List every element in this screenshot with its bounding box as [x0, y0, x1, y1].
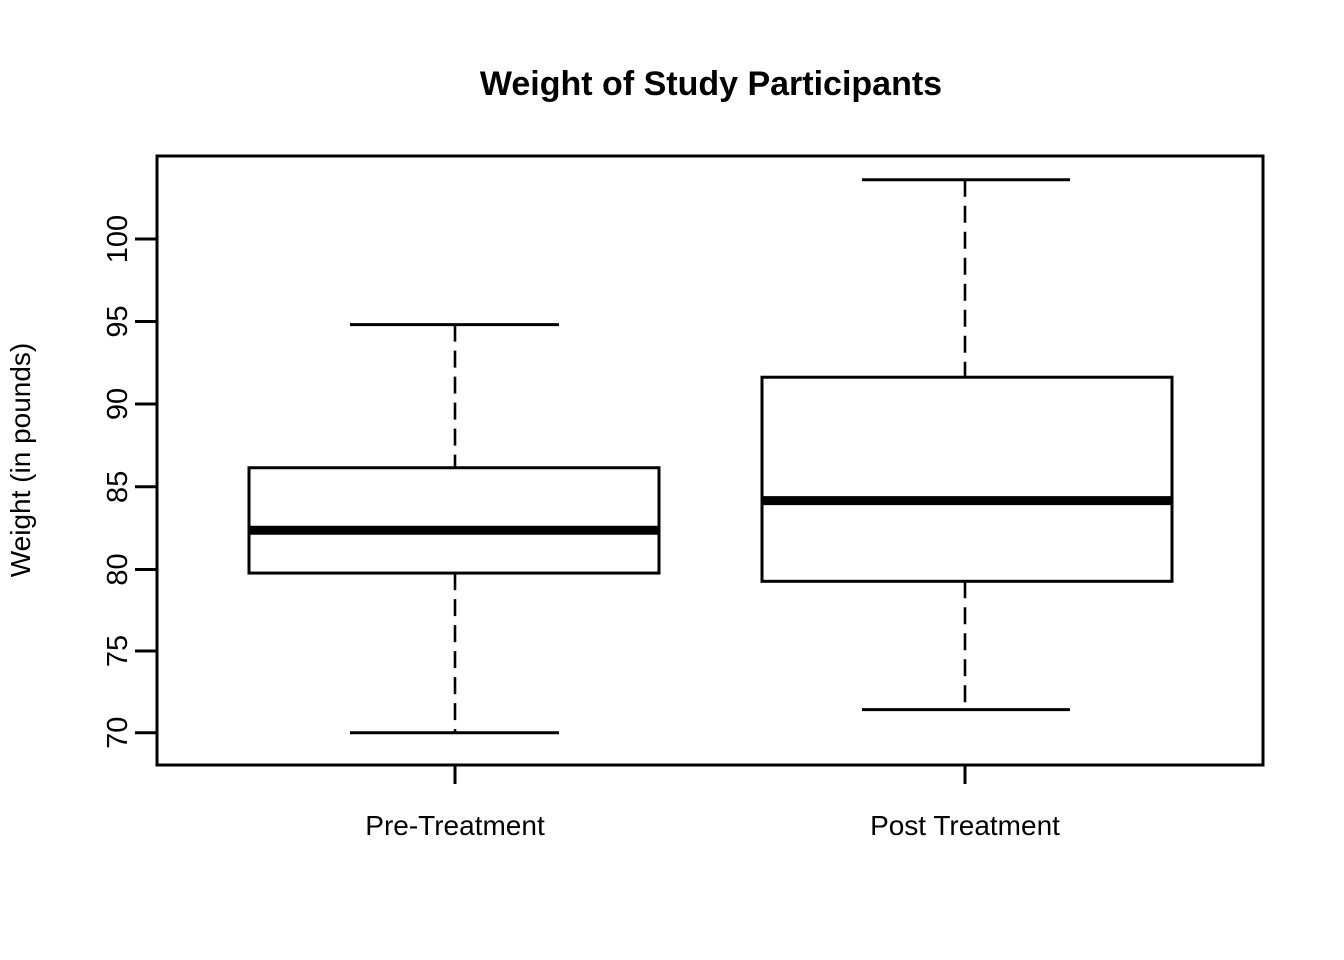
y-tick-label-75: 75 [102, 635, 134, 667]
y-tick-label-85: 85 [102, 471, 134, 503]
y-tick-label-80: 80 [102, 553, 134, 585]
x-label-pre-treatment: Pre-Treatment [365, 810, 545, 841]
y-axis-tick-labels: 100 95 90 85 80 75 70 [102, 215, 134, 749]
y-tick-label-90: 90 [102, 388, 134, 420]
box-group-post-treatment [760, 178, 1174, 712]
x-label-post-treatment: Post Treatment [870, 810, 1060, 841]
y-tick-label-100: 100 [102, 215, 134, 263]
iqr-box-post [760, 375, 1174, 583]
y-tick-label-95: 95 [102, 305, 134, 337]
box-group-pre-treatment [247, 323, 661, 735]
page-title: Weight of Study Participants [480, 65, 942, 103]
x-axis-ticks [453, 765, 967, 784]
y-axis-title: Weight (in pounds) [5, 343, 36, 578]
y-axis-ticks [135, 237, 157, 735]
iqr-box-pre [247, 466, 661, 575]
y-tick-label-70: 70 [102, 717, 134, 749]
